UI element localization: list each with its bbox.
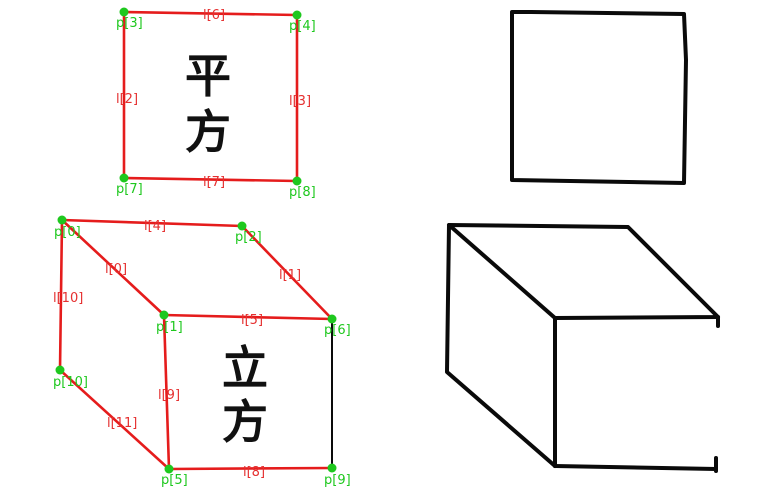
square-sketch xyxy=(510,10,688,185)
edge-l7 xyxy=(122,176,299,183)
point-label-p6: p[6] xyxy=(324,323,351,338)
kanji-hou-cube: 方 xyxy=(222,395,268,449)
square-annotated: 平 方 p[3] p[4] p[7] p[8] l[6] l[2] l[3] l… xyxy=(116,7,316,200)
line-label-l2: l[2] xyxy=(116,92,138,107)
point-label-p3: p[3] xyxy=(116,16,143,31)
line-label-l4: l[4] xyxy=(144,219,166,234)
edge-l8 xyxy=(167,466,334,471)
point-label-p1: p[1] xyxy=(156,320,183,335)
point-p9 xyxy=(327,463,337,473)
edge-l1 xyxy=(240,224,334,321)
line-label-l10: l[10] xyxy=(53,291,83,306)
edge-l6 xyxy=(122,10,299,17)
kanji-ritsu: 立 xyxy=(222,341,268,395)
point-p10 xyxy=(55,365,65,375)
point-label-p10: p[10] xyxy=(53,375,88,390)
point-p2 xyxy=(237,221,247,231)
sketch-cube-bottom xyxy=(553,464,718,471)
kanji-hou: 方 xyxy=(185,105,231,159)
line-label-l6: l[6] xyxy=(203,8,225,23)
point-label-p9: p[9] xyxy=(324,473,351,488)
point-p0 xyxy=(57,215,67,225)
edge-l9 xyxy=(162,313,171,471)
line-label-l1: l[1] xyxy=(279,268,301,283)
cube-annotated: 立 方 p[0] p[2] p[1] p[6] p[10] p[5] p[9] … xyxy=(53,215,351,488)
sketch-cube-front-left xyxy=(445,223,557,468)
line-label-l11: l[11] xyxy=(107,416,137,431)
point-p3 xyxy=(119,7,129,17)
edge-l5 xyxy=(162,313,334,321)
point-p1 xyxy=(159,310,169,320)
line-label-l7: l[7] xyxy=(203,175,225,190)
edge-l4 xyxy=(60,218,244,228)
point-label-p5: p[5] xyxy=(161,473,188,488)
line-label-l0: l[0] xyxy=(105,262,127,277)
point-label-p4: p[4] xyxy=(289,19,316,34)
point-p8 xyxy=(292,176,302,186)
kanji-hei: 平 xyxy=(185,49,231,103)
sketch-square-outline xyxy=(510,10,688,185)
point-label-p2: p[2] xyxy=(235,230,262,245)
edge-l10 xyxy=(58,218,64,372)
line-label-l9: l[9] xyxy=(158,388,180,403)
point-label-p8: p[8] xyxy=(289,185,316,200)
line-label-l3: l[3] xyxy=(289,94,311,109)
line-label-l5: l[5] xyxy=(241,313,263,328)
point-p5 xyxy=(164,464,174,474)
cube-sketch xyxy=(445,223,720,473)
line-label-l8: l[8] xyxy=(243,465,265,480)
point-p4 xyxy=(292,10,302,20)
edge-l11 xyxy=(58,368,171,471)
point-label-p0: p[0] xyxy=(54,225,81,240)
point-label-p7: p[7] xyxy=(116,182,143,197)
edge-l0 xyxy=(60,218,166,317)
point-p7 xyxy=(119,173,129,183)
point-p6 xyxy=(327,314,337,324)
sketch-cube-top-face xyxy=(447,223,720,320)
